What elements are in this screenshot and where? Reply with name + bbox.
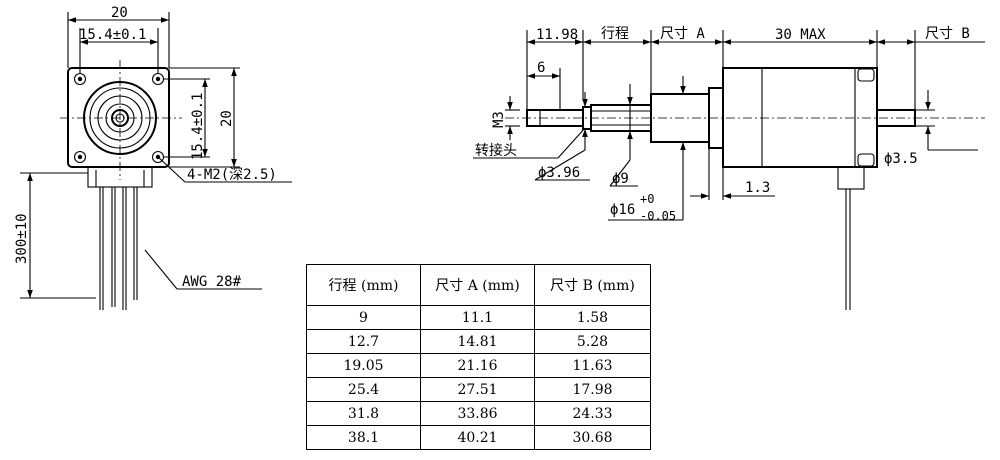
dim-stroke: 行程 — [601, 26, 629, 42]
cell-size-a: 14.81 — [420, 329, 535, 354]
dim-hole-spacing-v: 15.4±0.1 — [190, 93, 206, 160]
header-size-a: 尺寸 A (mm) — [420, 264, 535, 306]
cell-size-a: 21.16 — [420, 353, 535, 378]
dim-overall-height: 20 — [219, 110, 235, 127]
adapter-label: 转接头 — [475, 142, 517, 159]
cell-size-b: 11.63 — [534, 353, 651, 378]
rear-shaft — [876, 109, 916, 127]
dia-shaft: ϕ9 — [612, 171, 629, 187]
dim-flange: 1.3 — [745, 180, 770, 196]
cell-size-b: 5.28 — [534, 329, 651, 354]
cell-size-b: 30.68 — [534, 425, 651, 450]
table-row: 38.1 40.21 30.68 — [306, 425, 651, 450]
dim-body: 30 MAX — [775, 27, 826, 43]
cell-size-a: 33.86 — [420, 401, 535, 426]
boss-tol-upper: +0 — [640, 192, 654, 206]
cell-size-a: 40.21 — [420, 425, 535, 450]
dia-adapter: ϕ3.96 — [538, 165, 580, 181]
table-row: 9 11.1 1.58 — [306, 305, 651, 330]
cell-stroke: 19.05 — [306, 353, 421, 378]
hole-callout: 4-M2(深2.5) — [187, 167, 277, 183]
dim-hole-spacing-h: 15.4±0.1 — [79, 27, 146, 43]
cell-size-b: 24.33 — [534, 401, 651, 426]
header-size-b: 尺寸 B (mm) — [534, 264, 651, 306]
cell-size-b: 17.98 — [534, 377, 651, 402]
table-header-row: 行程 (mm) 尺寸 A (mm) 尺寸 B (mm) — [306, 264, 651, 306]
dim-shaft-end: 11.98 — [536, 27, 578, 43]
front-view: 20 15.4±0.1 15.4±0.1 20 4-M2(深2.5) 300±1… — [14, 5, 292, 310]
side-view: 11.98 行程 尺寸 A 30 MAX 尺寸 B 6 M3 转接头 ϕ3.96… — [473, 26, 985, 310]
header-stroke: 行程 (mm) — [306, 264, 421, 306]
cell-stroke: 38.1 — [306, 425, 421, 450]
lead-wires — [99, 187, 138, 310]
cell-stroke: 12.7 — [306, 329, 421, 354]
dim-lead-length: 300±10 — [14, 213, 30, 264]
cell-size-b: 1.58 — [534, 305, 651, 330]
thread-spec: M3 — [491, 111, 507, 128]
cell-stroke: 9 — [306, 305, 421, 330]
wire-gauge: AWG 28# — [182, 274, 242, 290]
table-row: 19.05 21.16 11.63 — [306, 353, 651, 378]
dim-overall-width: 20 — [111, 5, 128, 21]
dia-boss: ϕ16 — [610, 202, 635, 218]
cell-size-a: 11.1 — [420, 305, 535, 330]
cell-size-a: 27.51 — [420, 377, 535, 402]
dia-rear-shaft: ϕ3.5 — [884, 151, 918, 167]
stroke-size-table: 行程 (mm) 尺寸 A (mm) 尺寸 B (mm) 9 11.1 1.58 … — [306, 264, 651, 450]
boss-tol-lower: -0.05 — [640, 209, 676, 223]
dim-size-a: 尺寸 A — [660, 26, 705, 42]
motor-body — [722, 67, 878, 168]
table-row: 31.8 33.86 24.33 — [306, 401, 651, 426]
cell-stroke: 31.8 — [306, 401, 421, 426]
table-row: 25.4 27.51 17.98 — [306, 377, 651, 402]
dim-size-b: 尺寸 B — [925, 26, 970, 42]
cell-stroke: 25.4 — [306, 377, 421, 402]
table-row: 12.7 14.81 5.28 — [306, 329, 651, 354]
dim-thread-len: 6 — [537, 60, 545, 76]
